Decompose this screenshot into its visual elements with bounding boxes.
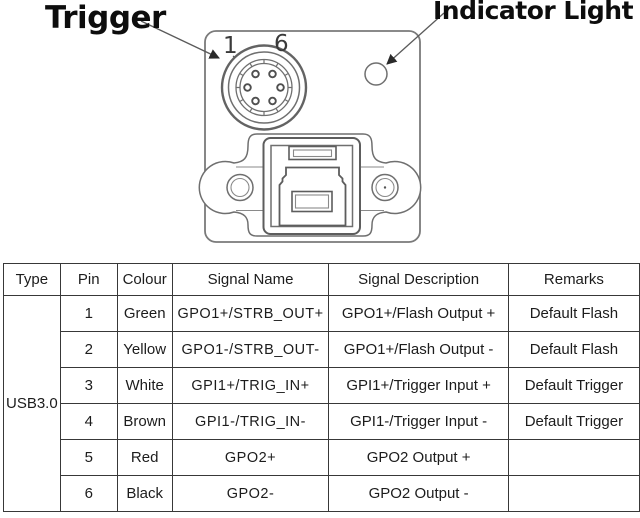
cell-type: USB3.0: [3, 295, 61, 512]
cell-colour: Green: [116, 295, 173, 332]
cell-remarks: Default Flash: [507, 331, 640, 368]
cell-colour: Black: [116, 475, 173, 512]
cell-pin: 2: [59, 331, 118, 368]
trigger-label: Trigger: [45, 0, 166, 36]
six-pin-circular-connector-icon: [220, 44, 308, 131]
cell-remarks: Default Flash: [507, 295, 640, 332]
cell-pin: 3: [59, 367, 118, 404]
header-pin: Pin: [59, 263, 118, 296]
usb3-top-slot-inner: [292, 149, 333, 158]
flange-recess-lines: [236, 166, 384, 212]
cell-signal-description: GPO2 Output -: [328, 475, 509, 512]
cell-pin: 6: [59, 475, 118, 512]
header-type: Type: [3, 263, 61, 296]
cell-colour: White: [116, 367, 173, 404]
screw-hole-right-dot: [383, 186, 387, 189]
connector-key-ticks: [236, 59, 292, 116]
cell-colour: Yellow: [116, 331, 173, 368]
pin-assignment-table: Type Pin Colour Signal Name Signal Descr…: [3, 263, 640, 512]
connector-pin-6: [268, 69, 277, 79]
cell-remarks: Default Trigger: [507, 367, 640, 404]
cell-pin: 4: [59, 403, 118, 440]
cell-signal-description: GPI1-/Trigger Input -: [328, 403, 509, 440]
cell-signal-name: GPO1-/STRB_OUT-: [171, 331, 330, 368]
connector-pin-2: [243, 83, 252, 92]
cell-pin: 1: [59, 295, 118, 332]
cell-colour: Brown: [116, 403, 173, 440]
cell-signal-name: GPO1+/STRB_OUT+: [171, 295, 330, 332]
header-signal-description: Signal Description: [328, 263, 509, 296]
cell-signal-description: GPO2 Output +: [328, 439, 509, 476]
indicator-light-label: Indicator Light: [433, 0, 634, 25]
usb3-type-b-port-icon: [262, 137, 361, 235]
pin-1-number-label: 1: [223, 33, 238, 59]
usb-b-tongue-inner: [294, 194, 330, 209]
cell-pin: 5: [59, 439, 118, 476]
table-header-row: Type Pin Colour Signal Name Signal Descr…: [3, 263, 640, 296]
cell-signal-description: GPO1+/Flash Output -: [328, 331, 509, 368]
pin-6-number-label: 6: [274, 31, 289, 57]
connector-pin-5: [276, 83, 285, 92]
connector-pin-1: [251, 69, 260, 79]
connector-pin-4: [268, 96, 277, 106]
cell-signal-name: GPI1-/TRIG_IN-: [171, 403, 330, 440]
cell-signal-name: GPO2+: [171, 439, 330, 476]
cell-remarks: [507, 475, 640, 512]
header-remarks: Remarks: [507, 263, 640, 296]
header-signal-name: Signal Name: [171, 263, 330, 296]
trigger-leader-line: [140, 20, 220, 59]
screw-hole-right-inner: [375, 177, 395, 198]
connector-pin-3: [251, 96, 260, 106]
connector-mid-ring: [227, 51, 301, 124]
cell-signal-description: GPO1+/Flash Output +: [328, 295, 509, 332]
camera-back-panel-diagram: [140, 12, 445, 243]
header-colour: Colour: [116, 263, 173, 296]
indicator-light-icon: [364, 62, 388, 86]
cell-remarks: Default Trigger: [507, 403, 640, 440]
cell-signal-name: GPI1+/TRIG_IN+: [171, 367, 330, 404]
cell-colour: Red: [116, 439, 173, 476]
cell-signal-description: GPI1+/Trigger Input +: [328, 367, 509, 404]
cell-signal-name: GPO2-: [171, 475, 330, 512]
cell-remarks: [507, 439, 640, 476]
indicator-leader-line: [386, 12, 445, 65]
connector-outer-ring: [220, 44, 308, 131]
screw-hole-left-inner: [230, 177, 250, 198]
